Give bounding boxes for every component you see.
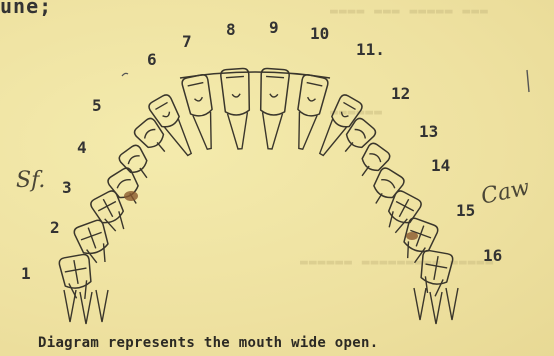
tooth-detail <box>143 127 170 156</box>
molar-root <box>414 288 426 320</box>
tooth-number-11: 11. <box>356 40 385 59</box>
tooth-number-2: 2 <box>50 218 60 237</box>
tooth-number-14: 14 <box>431 156 450 175</box>
tooth-crown <box>117 143 151 177</box>
tooth-crown <box>147 93 183 131</box>
tooth-detail <box>63 258 92 301</box>
tooth-detail <box>340 127 367 156</box>
tooth-root <box>193 112 218 151</box>
teeth-group <box>58 68 458 324</box>
tooth-number-1: 1 <box>21 264 31 283</box>
tooth-number-10: 10 <box>310 24 329 43</box>
molar-root <box>80 292 92 324</box>
tooth-number-15: 15 <box>456 201 475 220</box>
tooth-outline <box>288 74 329 152</box>
tooth-number-12: 12 <box>391 84 410 103</box>
molar-root <box>430 292 442 324</box>
molar-root <box>96 290 108 322</box>
tooth-number-3: 3 <box>62 178 72 197</box>
tooth-root <box>227 112 249 149</box>
tooth-number-8: 8 <box>226 20 236 39</box>
tooth-outline <box>416 250 453 299</box>
tooth-number-6: 6 <box>147 50 157 69</box>
tooth-detail <box>337 102 355 119</box>
tooth-outline <box>336 116 378 159</box>
tooth-detail <box>127 153 153 181</box>
incisor-band <box>180 72 330 78</box>
tooth-outline <box>311 93 364 160</box>
tooth-outline <box>117 143 156 185</box>
tooth-detail <box>303 83 322 103</box>
tooth-detail <box>94 194 129 235</box>
tooth-crown <box>258 68 289 116</box>
tooth-outline <box>73 219 116 269</box>
tooth-crown <box>181 74 215 119</box>
tooth-detail <box>155 102 173 119</box>
tooth-root <box>292 112 317 151</box>
tooth-number-13: 13 <box>419 122 438 141</box>
tooth-outline <box>132 116 174 159</box>
tooth-detail <box>265 76 284 97</box>
tooth-number-4: 4 <box>77 138 87 157</box>
tooth-crown <box>328 93 364 131</box>
tooth-root <box>165 119 197 158</box>
tooth-number-16: 16 <box>483 246 502 265</box>
tooth-outline <box>58 254 95 303</box>
handwritten-mark-sf: Sf. <box>16 168 45 193</box>
tooth-crown <box>342 116 377 151</box>
tooth-number-9: 9 <box>269 18 279 37</box>
filling-mark-left <box>124 191 138 201</box>
diagram-caption: Diagram represents the mouth wide open. <box>38 335 378 351</box>
tooth-crown <box>370 166 406 202</box>
tooth-detail <box>420 254 449 297</box>
filling-mark-right <box>406 232 418 240</box>
tooth-outline <box>220 68 254 150</box>
tooth-outline <box>256 68 290 150</box>
pencil-mark <box>122 73 128 76</box>
tooth-number-7: 7 <box>182 32 192 51</box>
molar-root <box>446 288 458 320</box>
tooth-detail <box>188 83 207 103</box>
tooth-root <box>315 119 347 158</box>
tooth-detail <box>226 76 245 97</box>
pencil-mark <box>527 70 529 92</box>
tooth-outline <box>147 93 200 160</box>
tooth-crown <box>220 68 251 116</box>
tooth-detail <box>383 194 418 235</box>
tooth-number-5: 5 <box>92 96 102 115</box>
tooth-crown <box>295 74 329 119</box>
tooth-root <box>260 112 282 149</box>
tooth-outline <box>181 74 222 152</box>
